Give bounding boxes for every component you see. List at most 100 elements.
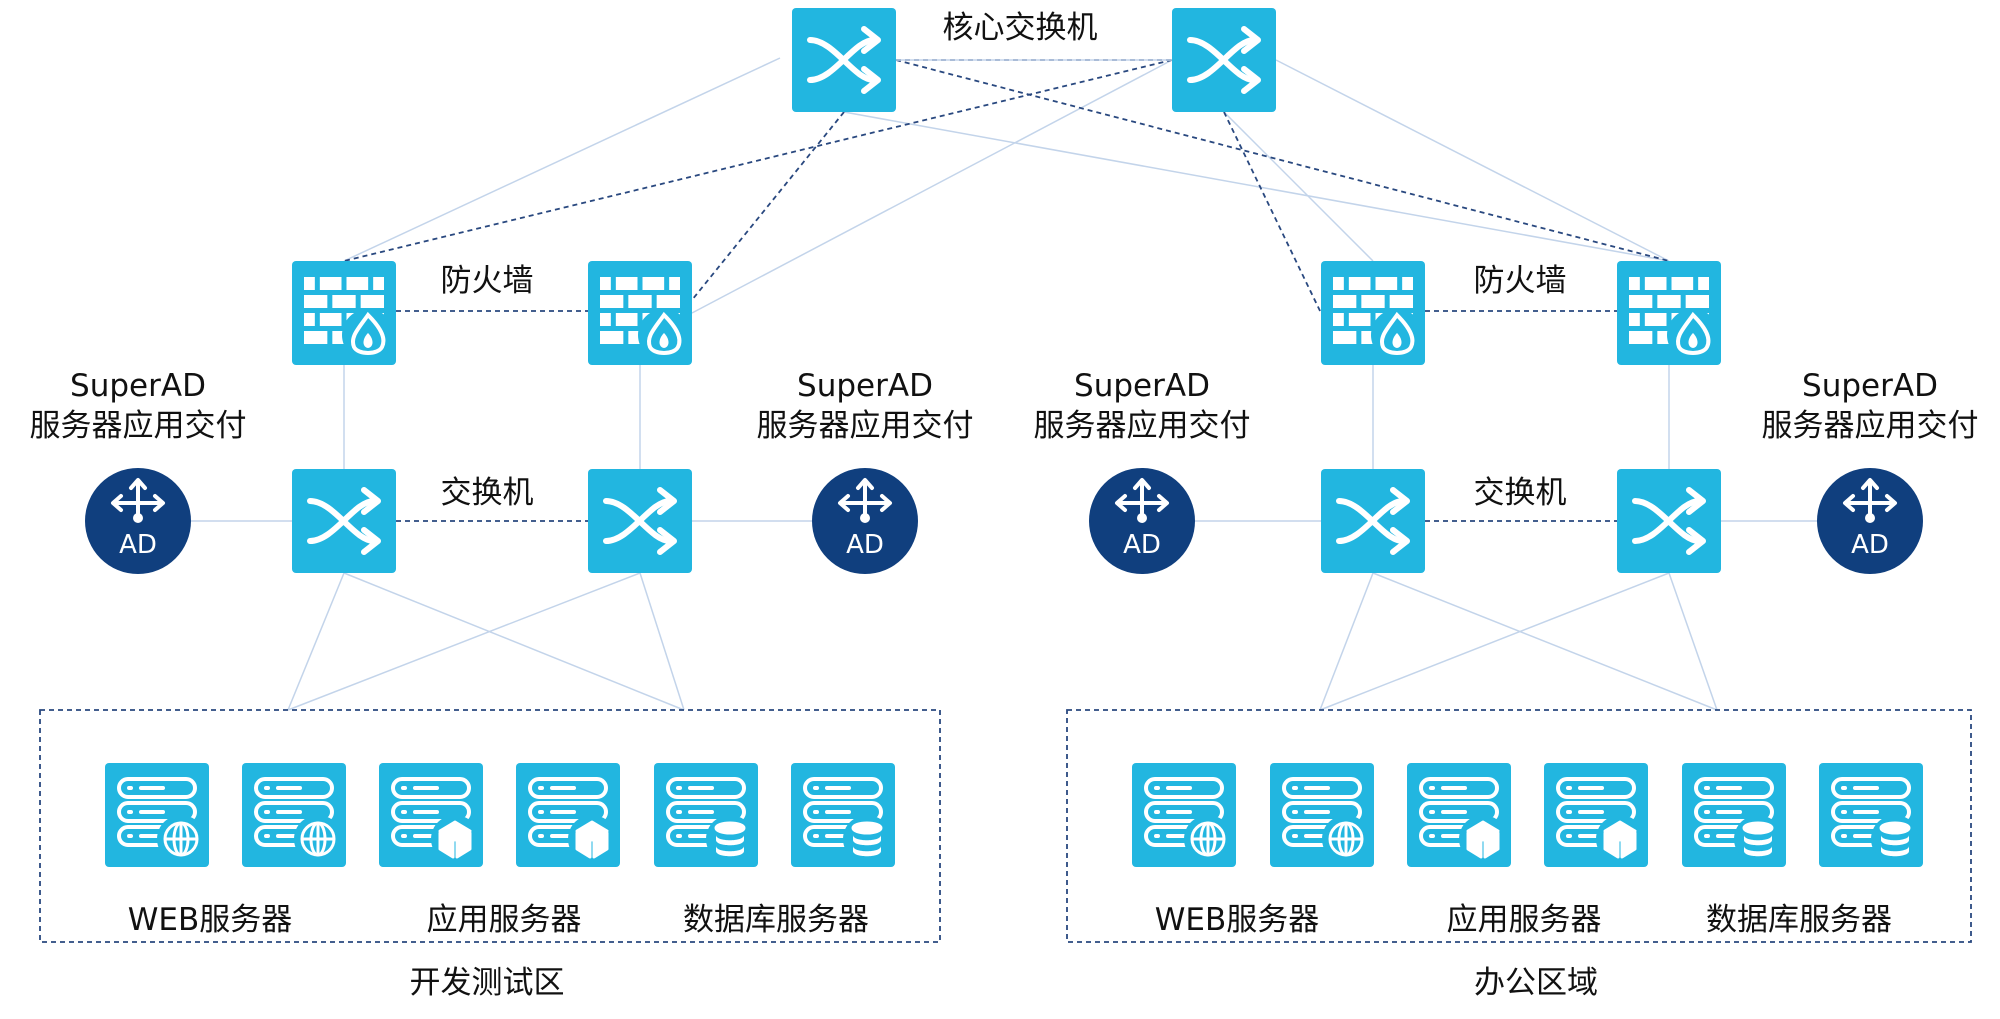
switch-right-1 [1321, 469, 1425, 573]
right-switch-label: 交换机 [1474, 475, 1567, 511]
link-solid [1275, 59, 1670, 262]
office-zone-box [1066, 709, 1972, 943]
link-solid [343, 572, 685, 711]
server-right-6 [1819, 763, 1923, 867]
cube-icon [1466, 820, 1500, 859]
distribution-arrows-icon [1843, 478, 1897, 523]
superad-node-left-2: AD [812, 468, 918, 574]
switch-right-2 [1617, 469, 1721, 573]
core-switch-right [1172, 8, 1276, 112]
switch-icon [807, 26, 881, 94]
switch-icon [1336, 487, 1410, 555]
link-solid [691, 59, 1173, 314]
globe-icon [300, 821, 336, 857]
left-web-servers-label: WEB服务器 [128, 902, 293, 938]
distribution-arrows-icon [1115, 478, 1169, 523]
server-left-4 [516, 763, 620, 867]
database-icon [851, 821, 883, 857]
link-dashed [1223, 111, 1322, 314]
firewall-icon [600, 277, 690, 361]
server-right-3 [1407, 763, 1511, 867]
server-right-2 [1270, 763, 1374, 867]
firewall-right-2 [1617, 261, 1721, 365]
firewall-icon [304, 277, 394, 361]
server-left-5 [654, 763, 758, 867]
cube-icon [438, 820, 472, 859]
link-solid [639, 572, 685, 711]
core-switch-left [792, 8, 896, 112]
link-solid [287, 572, 345, 711]
firewall-left-2 [588, 261, 692, 365]
right-ad-right-title: SuperAD [1802, 368, 1938, 404]
labels-layer: 核心交换机 防火墙 防火墙 交换机 交换机 SuperAD 服务器应用交付 Su… [30, 10, 1979, 1001]
ad-badge-text: AD [1851, 530, 1889, 560]
right-zone-label: 办公区域 [1474, 965, 1598, 1001]
link-solid [1319, 572, 1670, 711]
right-ad-right-subtitle: 服务器应用交付 [1762, 408, 1979, 444]
link-solid [287, 572, 641, 711]
database-icon [1879, 821, 1911, 857]
firewall-icon [1333, 277, 1423, 361]
right-firewall-label: 防火墙 [1474, 263, 1567, 299]
link-solid [1372, 572, 1718, 711]
left-db-servers-label: 数据库服务器 [683, 902, 869, 938]
distribution-arrows-icon [838, 478, 892, 523]
link-dashed [343, 59, 1173, 262]
right-db-servers-label: 数据库服务器 [1706, 902, 1892, 938]
database-icon [1742, 821, 1774, 857]
link-solid [843, 111, 1670, 262]
left-ad-right-title: SuperAD [797, 368, 933, 404]
link-solid [343, 57, 781, 262]
links-layer [191, 57, 1822, 711]
server-left-6 [791, 763, 895, 867]
database-icon [714, 821, 746, 857]
cube-icon [1603, 820, 1637, 859]
left-app-servers-label: 应用服务器 [427, 902, 582, 938]
right-ad-left-title: SuperAD [1074, 368, 1210, 404]
firewall-left-1 [292, 261, 396, 365]
right-app-servers-label: 应用服务器 [1447, 902, 1602, 938]
superad-node-left-1: AD [85, 468, 191, 574]
left-firewall-label: 防火墙 [441, 263, 534, 299]
left-ad-left-title: SuperAD [70, 368, 206, 404]
right-ad-left-subtitle: 服务器应用交付 [1034, 408, 1251, 444]
right-web-servers-label: WEB服务器 [1155, 902, 1320, 938]
server-right-4 [1544, 763, 1648, 867]
left-ad-right-subtitle: 服务器应用交付 [757, 408, 974, 444]
link-solid [1668, 572, 1718, 711]
ad-badge-text: AD [119, 530, 157, 560]
firewall-icon [1629, 277, 1719, 361]
distribution-arrows-icon [111, 478, 165, 523]
switch-icon [307, 487, 381, 555]
link-dashed [691, 111, 845, 301]
ad-badge-text: AD [1123, 530, 1161, 560]
server-left-1 [105, 763, 209, 867]
globe-icon [1190, 821, 1226, 857]
superad-node-right-2: AD [1817, 468, 1923, 574]
switch-icon [1187, 26, 1261, 94]
link-dashed [895, 59, 1670, 262]
left-switch-label: 交换机 [441, 475, 534, 511]
switch-icon [603, 487, 677, 555]
ad-badge-text: AD [846, 530, 884, 560]
link-solid [1319, 572, 1374, 711]
left-ad-left-subtitle: 服务器应用交付 [30, 408, 247, 444]
firewall-right-1 [1321, 261, 1425, 365]
globe-icon [1328, 821, 1364, 857]
zones-layer [39, 709, 1972, 943]
nodes-layer: AD AD AD AD [85, 8, 1923, 867]
server-left-3 [379, 763, 483, 867]
dev-test-zone-box [39, 709, 941, 943]
switch-left-2 [588, 469, 692, 573]
cube-icon [575, 820, 609, 859]
core-switch-label: 核心交换机 [943, 10, 1098, 46]
superad-node-right-1: AD [1089, 468, 1195, 574]
switch-left-1 [292, 469, 396, 573]
server-left-2 [242, 763, 346, 867]
switch-icon [1632, 487, 1706, 555]
link-solid [1223, 111, 1374, 262]
server-right-1 [1132, 763, 1236, 867]
left-zone-label: 开发测试区 [410, 965, 565, 1001]
